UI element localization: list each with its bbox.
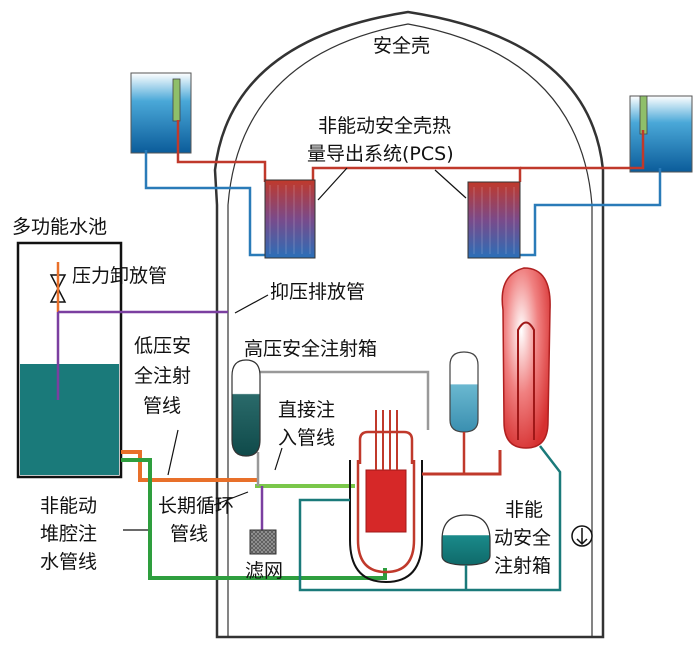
right-heat-exchanger bbox=[467, 181, 521, 259]
cavity-injection-line bbox=[121, 458, 387, 580]
pressure-relief-label: 压力卸放管 bbox=[72, 265, 167, 287]
cavity-injection-label-2: 堆腔注 bbox=[40, 523, 97, 545]
cavity-injection-label-1: 非能动 bbox=[40, 495, 97, 517]
passive-tank-label-1: 非能 bbox=[505, 499, 543, 521]
lp-injection-label-1: 低压安 bbox=[134, 335, 191, 357]
long-term-recirc-label-2: 管线 bbox=[170, 523, 208, 545]
long-term-recirc-label-1: 长期循环 bbox=[158, 495, 234, 517]
low-pressure-injection-line bbox=[121, 450, 258, 482]
reactor-vessel bbox=[349, 410, 423, 584]
left-heat-exchanger bbox=[264, 179, 316, 259]
suppression-discharge-label: 抑压排放管 bbox=[270, 281, 365, 303]
pcs-label-line2: 量导出系统(PCS) bbox=[307, 143, 454, 165]
containment-shell bbox=[213, 10, 605, 639]
hp-tank-pipe bbox=[248, 370, 430, 486]
lp-injection-label-3: 管线 bbox=[143, 395, 181, 417]
containment-inner bbox=[227, 23, 593, 637]
multi-function-pool bbox=[16, 241, 123, 479]
suppression-discharge-pipe bbox=[56, 310, 217, 400]
passive-injection-tank bbox=[441, 514, 491, 590]
hp-tank-label: 高压安全注射箱 bbox=[244, 338, 377, 360]
cavity-injection-label-3: 水管线 bbox=[40, 551, 97, 573]
primary-cold-leg bbox=[298, 445, 562, 592]
steam-generator bbox=[501, 267, 551, 449]
left-pcs-pipes bbox=[144, 120, 522, 257]
containment-label: 安全壳 bbox=[373, 35, 430, 57]
right-pcs-pipes bbox=[515, 130, 662, 257]
passive-tank-label-2: 动安全 bbox=[494, 527, 551, 549]
core-makeup-tank bbox=[449, 351, 479, 474]
check-valve-icon bbox=[571, 525, 593, 547]
primary-hot-leg bbox=[422, 450, 502, 476]
pressure-relief-valve bbox=[49, 274, 67, 303]
filter-label: 滤网 bbox=[245, 560, 283, 582]
filter-screen bbox=[249, 529, 277, 555]
direct-injection-label-2: 入管线 bbox=[278, 427, 335, 449]
left-pcs-water-tank bbox=[130, 72, 192, 154]
right-pcs-water-tank bbox=[629, 95, 693, 173]
lp-injection-label-2: 全注射 bbox=[134, 365, 191, 387]
pool-label: 多功能水池 bbox=[12, 216, 107, 238]
direct-injection-label-1: 直接注 bbox=[278, 399, 335, 421]
passive-tank-label-3: 注射箱 bbox=[494, 555, 551, 577]
hp-injection-tank bbox=[231, 359, 261, 457]
pcs-label-line1: 非能动安全壳热 bbox=[318, 115, 451, 137]
